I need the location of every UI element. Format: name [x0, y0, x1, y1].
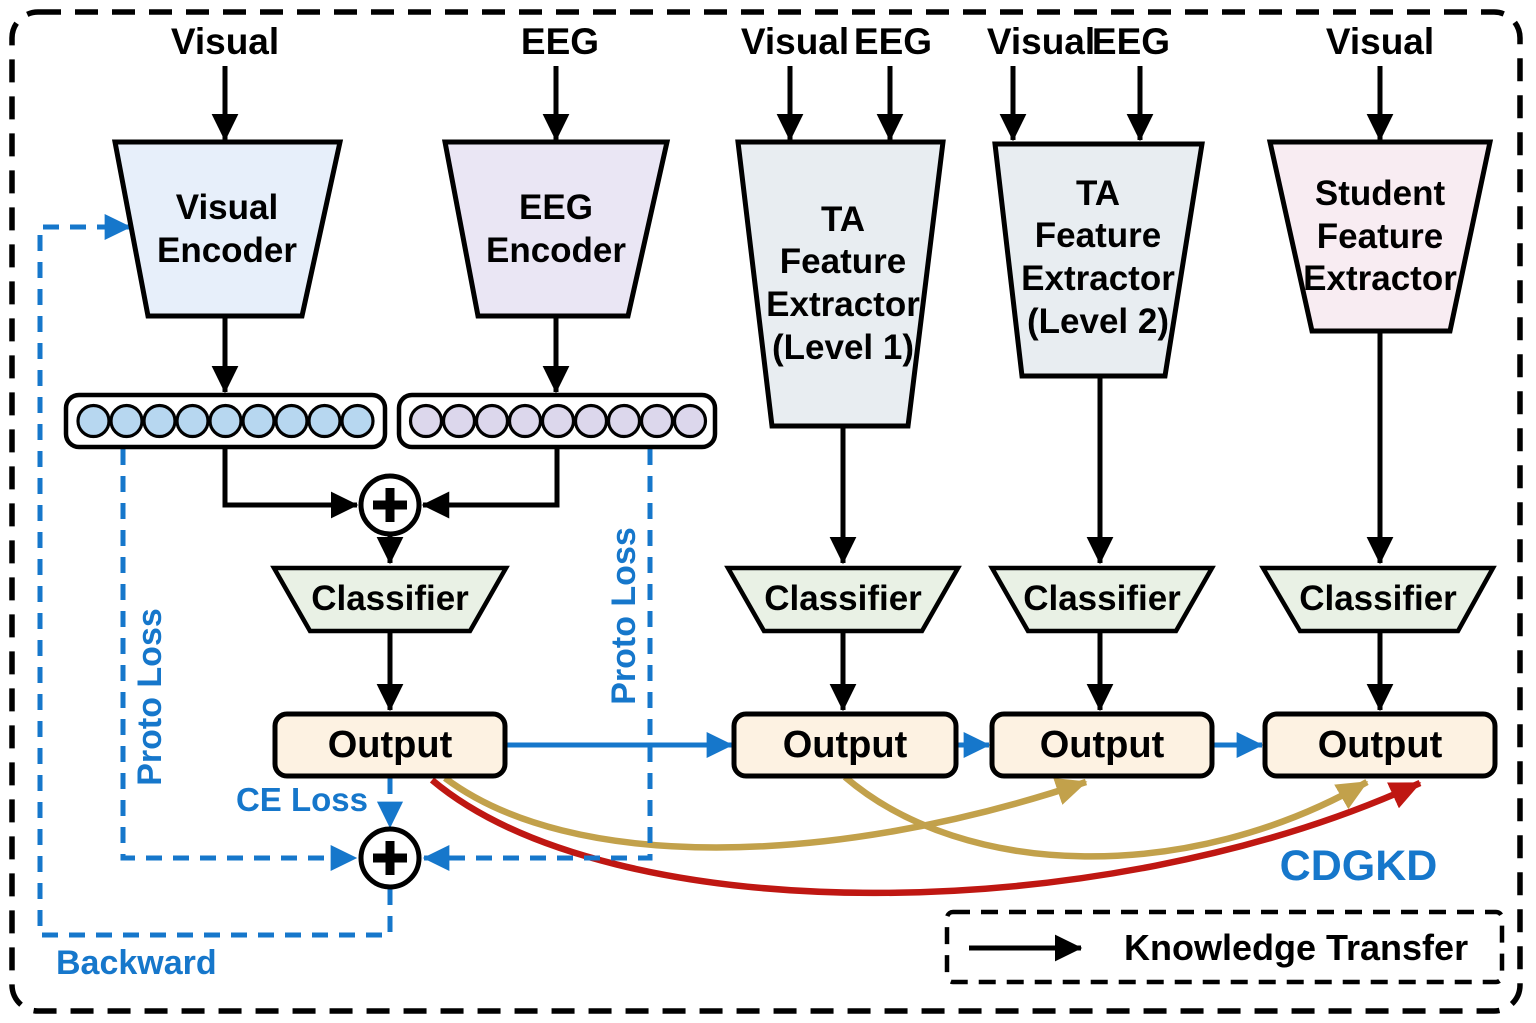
eeg-tokens: [408, 403, 708, 439]
proto-loss-right-path: [422, 449, 653, 872]
classifier3-label: Classifier: [1023, 578, 1181, 618]
eeg-encoder-label: EEG Encoder: [456, 187, 656, 273]
visual-tokens: [76, 403, 375, 439]
ta1-extractor-box: [735, 139, 946, 429]
output2-box: [731, 711, 959, 779]
visual-encoder-line1: Visual: [175, 188, 279, 228]
plus-icon: [373, 841, 407, 875]
ta1-eeg-input-label: EEG: [853, 21, 933, 63]
token-circle: [474, 403, 510, 439]
arrow-visual-tokens-to-sum: [222, 447, 359, 519]
student-line2: Feature: [1316, 216, 1444, 256]
visual-encoder-box: [111, 139, 344, 319]
loss-sum-node: [358, 826, 422, 890]
proto-loss-left-path: [120, 449, 358, 872]
visual-encoder-line2: Encoder: [156, 231, 298, 270]
ta2-eeg-input-label: EEG: [1091, 21, 1171, 63]
token-circle: [672, 403, 708, 439]
ta1-line1: TA: [820, 199, 866, 239]
feature-sum-node: [358, 473, 422, 537]
arrow-eeg-tokens-to-sum: [421, 447, 560, 519]
token-circle: [208, 403, 243, 439]
classifier1-box: [270, 565, 510, 634]
token-circle: [639, 403, 675, 439]
figure-border: [9, 9, 1523, 1014]
eeg-feature-vector: [396, 392, 718, 450]
token-circle: [175, 403, 210, 439]
student-line3: Extractor: [1303, 259, 1457, 299]
cdgkd-label: CDGKD: [1279, 841, 1438, 890]
token-circle: [606, 403, 642, 439]
token-circle: [274, 403, 309, 439]
classifier2-box: [724, 565, 962, 634]
ta1-visual-input-label: Visual: [740, 21, 850, 63]
output1-label: Output: [327, 723, 453, 766]
student-line1: Student: [1314, 173, 1446, 213]
ta1-line3: Extractor: [766, 285, 920, 324]
student-visual-input-label: Visual: [1325, 21, 1435, 63]
ta2-line3: Extractor: [1021, 259, 1175, 298]
token-circle: [241, 403, 276, 439]
ta1-line2: Feature: [779, 242, 907, 282]
classifier2-label: Classifier: [764, 578, 922, 618]
token-circle: [340, 403, 375, 439]
ta1-extractor-label: TA Feature Extractor (Level 1): [743, 198, 943, 370]
kd-curve-teacher-to-student: [429, 777, 1422, 897]
eeg-encoder-line2: Encoder: [485, 231, 627, 270]
output3-box: [989, 711, 1215, 779]
teacher-visual-input-label: Visual: [170, 21, 280, 63]
ta2-visual-input-label: Visual: [986, 21, 1096, 63]
token-circle: [441, 403, 477, 439]
ta2-line4: (Level 2): [1027, 301, 1169, 341]
ta2-line2: Feature: [1034, 216, 1162, 256]
output1-box: [272, 711, 508, 779]
loss-paths: [37, 213, 653, 938]
token-circle: [408, 403, 444, 439]
output3-label: Output: [1039, 723, 1165, 766]
backward-path: [37, 213, 393, 938]
plus-icon: [373, 488, 407, 522]
legend-knowledge-transfer-label: Knowledge Transfer: [1124, 927, 1469, 969]
ta2-extractor-label: TA Feature Extractor (Level 2): [998, 172, 1198, 344]
ta2-extractor-box: [992, 141, 1205, 379]
backward-label: Backward: [56, 944, 217, 983]
ce-loss-label: CE Loss: [235, 780, 368, 818]
classifier3-box: [988, 565, 1216, 634]
token-circle: [142, 403, 177, 439]
visual-encoder-label: Visual Encoder: [127, 187, 327, 273]
token-circle: [307, 403, 342, 439]
classifier4-label: Classifier: [1299, 578, 1457, 618]
proto-loss-right-label: Proto Loss: [605, 527, 644, 705]
student-extractor-label: Student Feature Extractor: [1280, 172, 1480, 302]
output2-label: Output: [782, 723, 908, 766]
token-circle: [76, 403, 111, 439]
teacher-eeg-input-label: EEG: [520, 21, 600, 63]
eeg-encoder-line1: EEG: [519, 188, 593, 228]
classifier1-label: Classifier: [311, 578, 469, 618]
token-circle: [573, 403, 609, 439]
black-connectors: [211, 66, 1394, 712]
token-circle: [109, 403, 144, 439]
output4-box: [1262, 711, 1498, 779]
ta1-line4: (Level 1): [772, 327, 914, 367]
token-circle: [540, 403, 576, 439]
kd-curve-teacher-to-ta2: [443, 775, 1088, 851]
student-extractor-box: [1266, 139, 1494, 334]
eeg-encoder-box: [441, 139, 671, 319]
token-circle: [507, 403, 543, 439]
legend: [944, 909, 1505, 985]
classifier4-box: [1259, 565, 1497, 634]
visual-feature-vector: [63, 392, 388, 450]
output4-label: Output: [1317, 723, 1443, 766]
kd-curve-ta1-to-student: [842, 774, 1369, 860]
proto-loss-left-label: Proto Loss: [131, 608, 170, 786]
ta2-line1: TA: [1075, 173, 1121, 213]
